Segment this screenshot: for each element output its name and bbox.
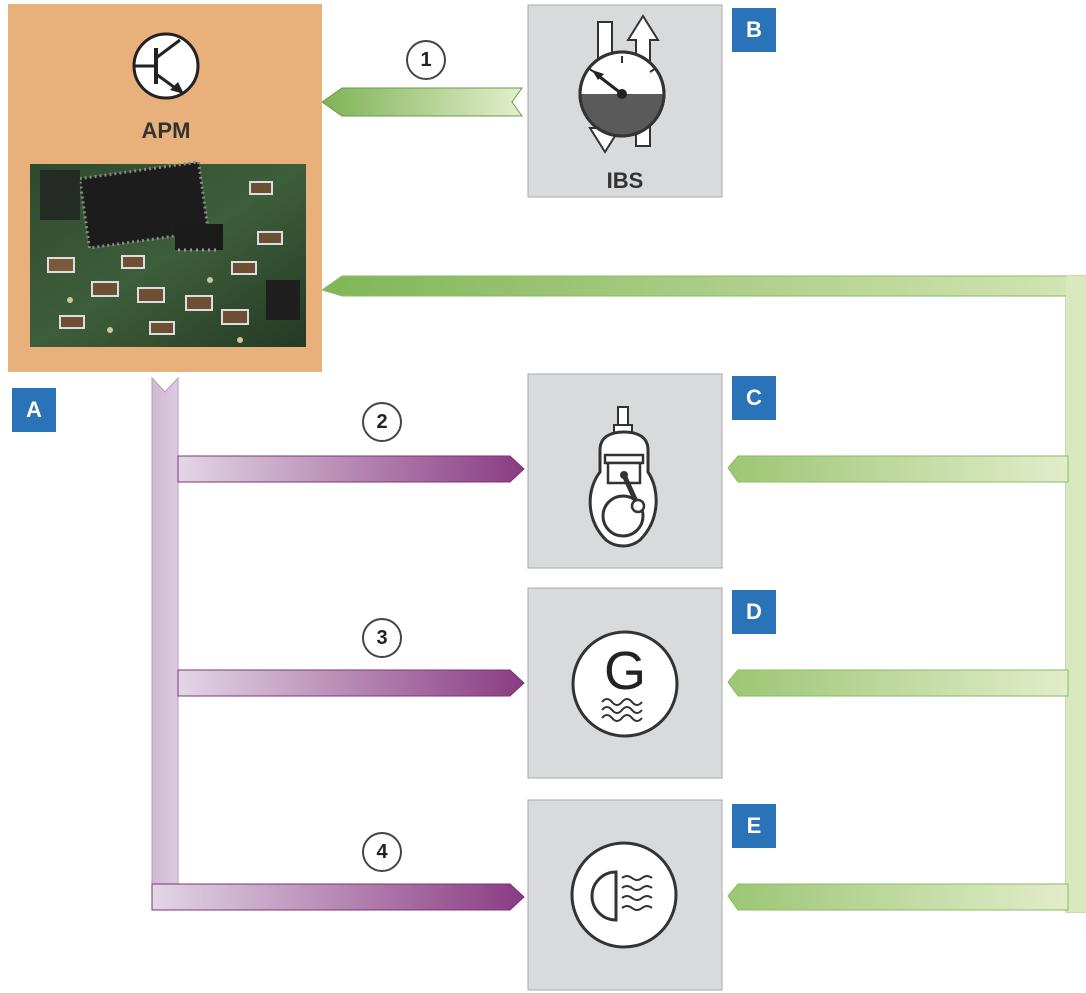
engine-piston-icon (588, 406, 658, 548)
connection-number-2: 2 (362, 402, 402, 442)
label-b: B (732, 8, 776, 52)
purple-trunk (151, 376, 179, 911)
purple-arrow-4 (151, 883, 525, 911)
connection-number-1: 1 (406, 40, 446, 80)
purple-arrow-2 (177, 455, 525, 483)
green-return-vertical (1066, 276, 1086, 912)
apm-title: APM (141, 118, 191, 143)
connection-number-3: 3 (362, 618, 402, 658)
transistor-icon (132, 32, 200, 100)
circuit-board-photo (30, 160, 306, 347)
green-branch-e (727, 883, 1069, 911)
generator-icon (571, 630, 679, 738)
label-a: A (12, 388, 56, 432)
green-branch-c (727, 455, 1069, 483)
connection-number-4: 4 (362, 832, 402, 872)
label-d: D (732, 590, 776, 634)
battery-sensor-gauge-icon (578, 14, 666, 154)
green-arrow-1 (321, 87, 523, 117)
ibs-title: IBS (606, 168, 644, 193)
label-c: C (732, 376, 776, 420)
label-e: E (732, 804, 776, 848)
generator-letter: G (603, 641, 646, 701)
purple-arrow-3 (177, 669, 525, 697)
green-branch-d (727, 669, 1069, 697)
headlight-icon (570, 841, 678, 949)
